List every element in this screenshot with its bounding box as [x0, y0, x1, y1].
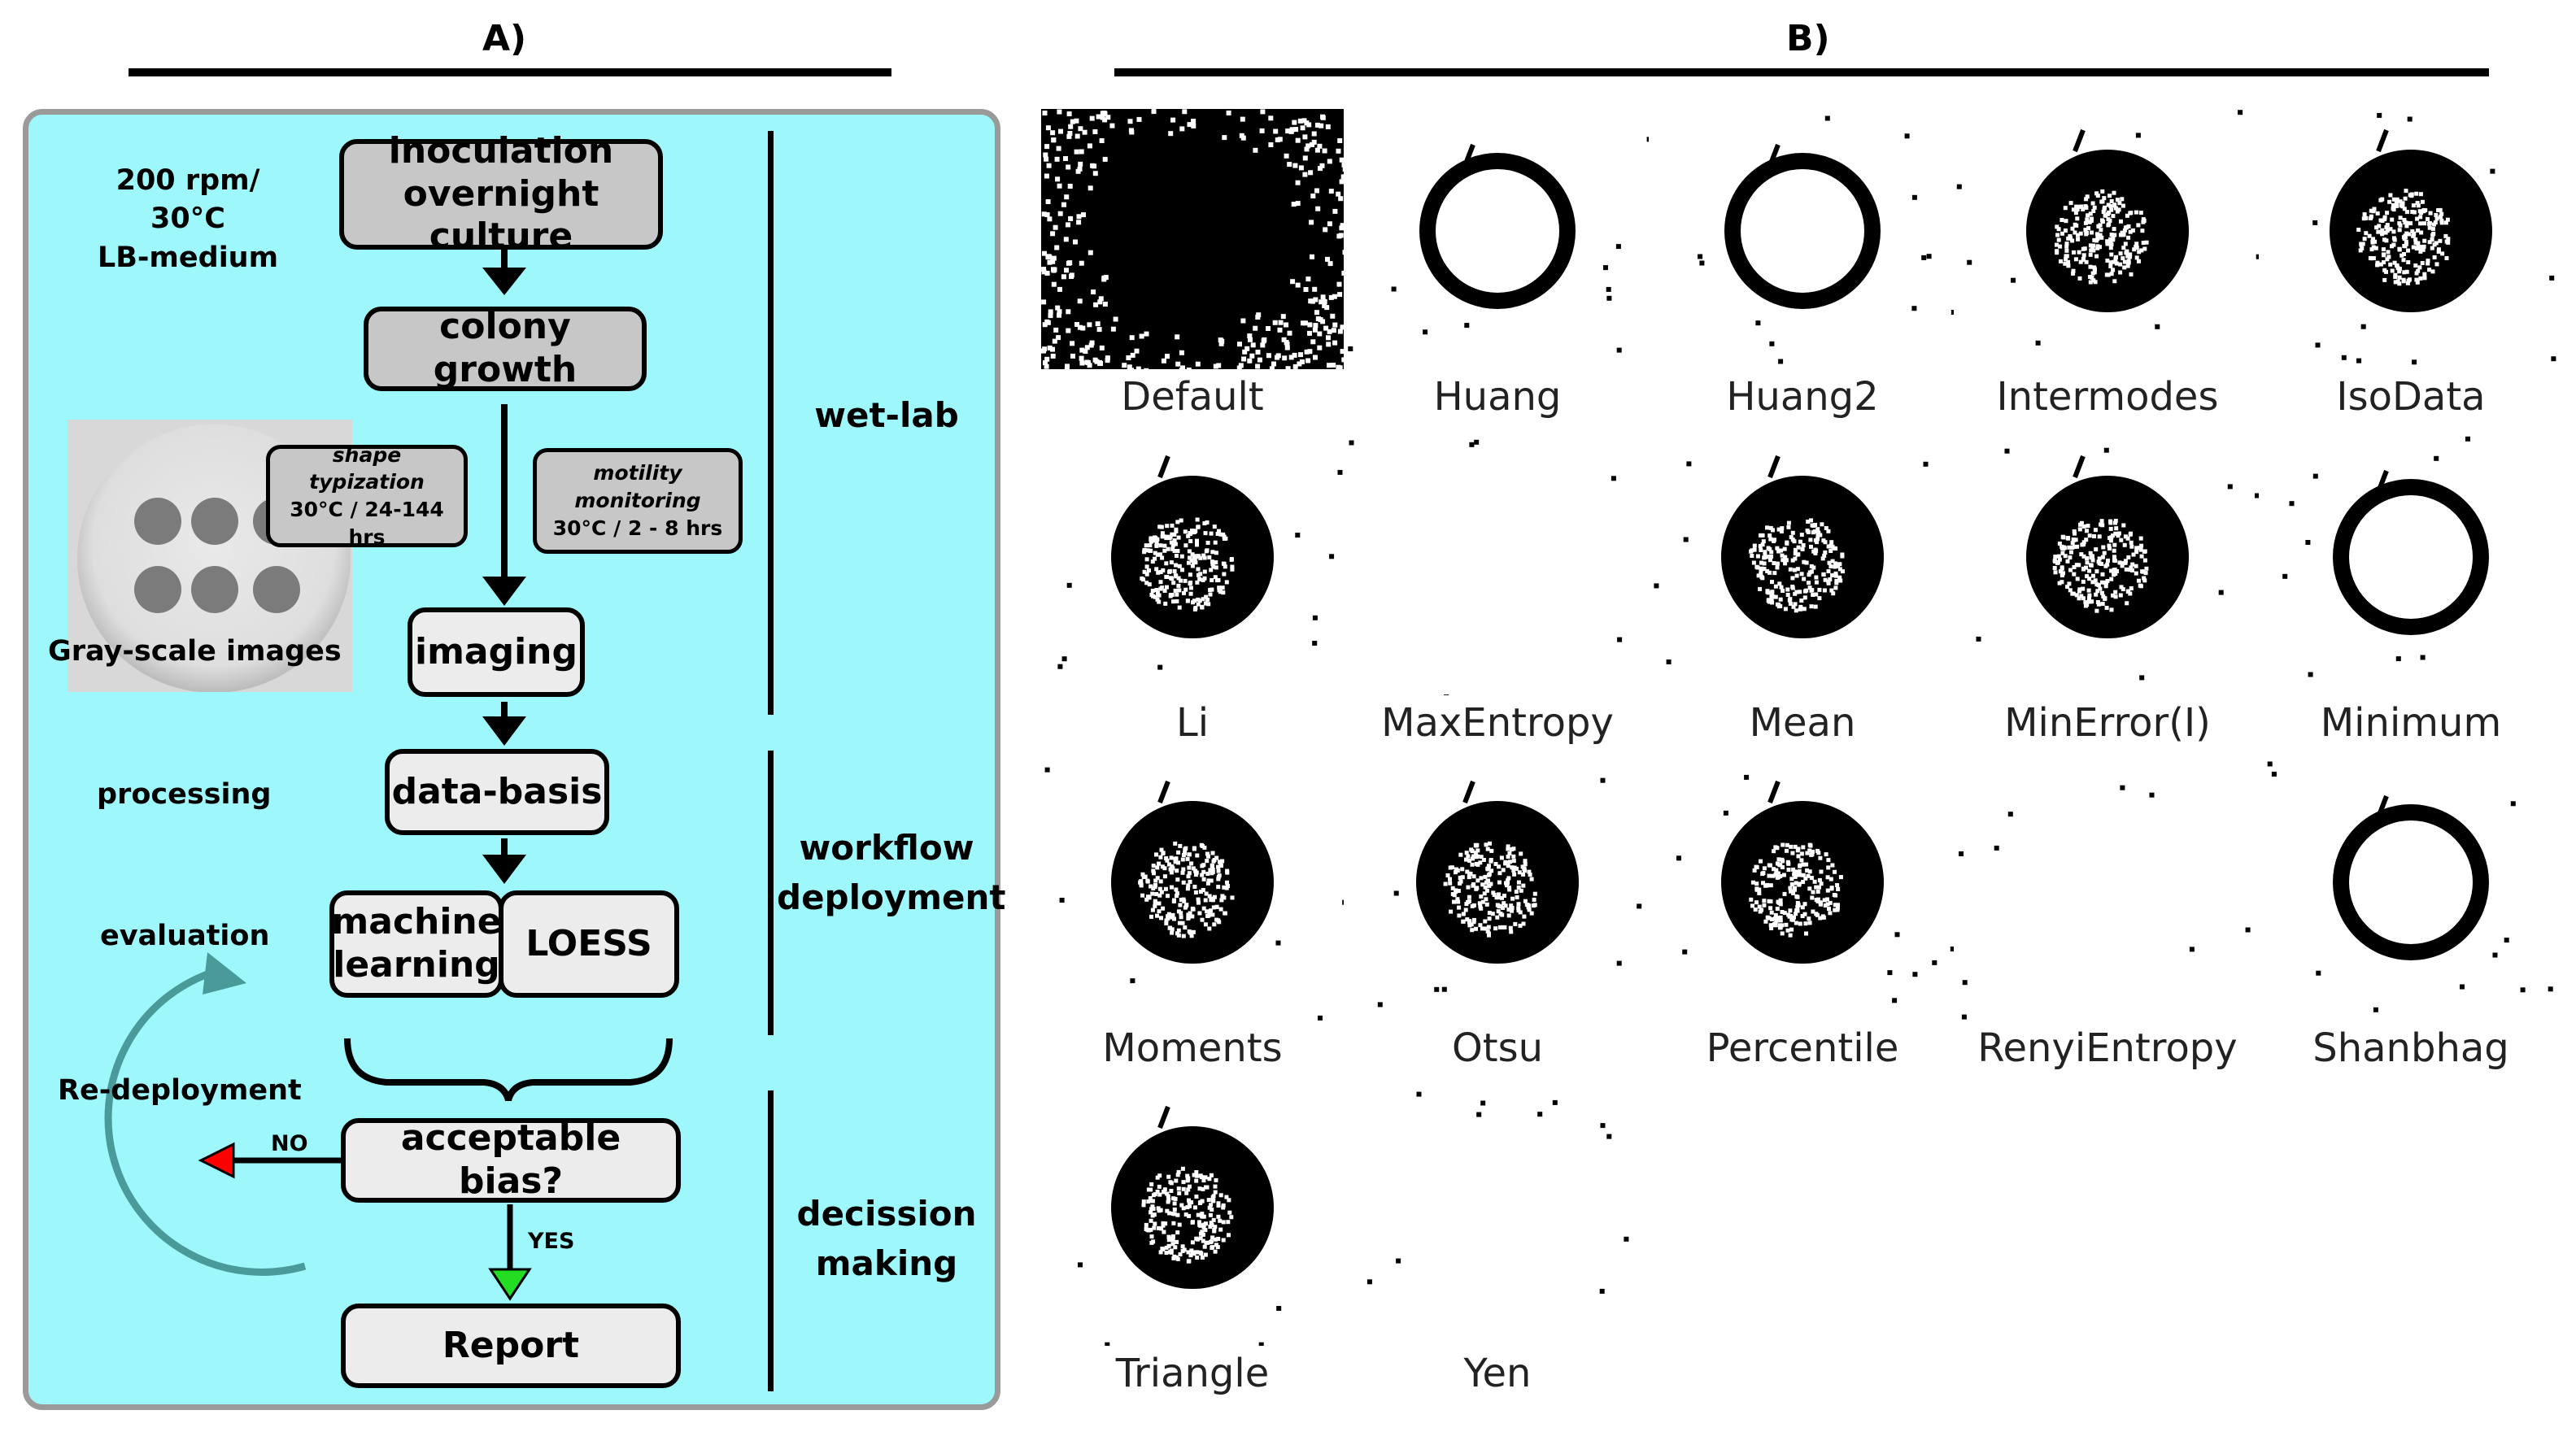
colony [191, 566, 238, 613]
threshold-image [1377, 777, 1642, 1008]
data-basis-step: data-basis [385, 749, 609, 835]
making-label: making [815, 1243, 958, 1283]
inoculation-step: inoculation overnight culture [339, 130, 663, 257]
panel-a-title: A) [482, 18, 527, 59]
decision-divider [768, 1090, 774, 1391]
loess-step: LOESS [499, 890, 679, 998]
redeployment-label: Re-deployment [58, 1074, 302, 1107]
threshold-image [1976, 447, 2259, 681]
panel-b-title: B) [1786, 18, 1830, 59]
inoculation-label: inoculation [388, 129, 614, 172]
threshold-image [1366, 1091, 1629, 1294]
threshold-label: MinError(I) [2004, 700, 2211, 746]
colony [253, 566, 300, 613]
decision-making-stage: decission making [785, 1190, 988, 1289]
culture-conditions: 200 rpm/ 30°C LB-medium [74, 162, 302, 277]
colony [134, 566, 181, 613]
threshold-label: Default [1121, 374, 1264, 420]
threshold-label: Shanbhag [2312, 1025, 2509, 1071]
no-label: NO [271, 1131, 308, 1156]
threshold-image [1041, 109, 1344, 369]
threshold-label: IsoData [2336, 374, 2486, 420]
machine-label: machine [331, 901, 502, 943]
threshold-label: Mean [1749, 700, 1856, 746]
colony [134, 498, 181, 545]
yes-label: YES [528, 1229, 575, 1254]
threshold-image [2282, 436, 2489, 677]
colony [191, 498, 238, 545]
acceptable-bias-decision: acceptable bias? [341, 1117, 681, 1203]
threshold-label: RenyiEntropy [1977, 1025, 2238, 1071]
threshold-label: Yen [1463, 1351, 1532, 1396]
typization-label: typization [309, 470, 425, 494]
learning-label: learning [333, 944, 500, 986]
rpm-temperature-label: 200 rpm/ 30°C [116, 164, 260, 236]
overnight-culture-label: overnight culture [403, 172, 599, 258]
medium-label: LB-medium [97, 241, 279, 274]
wet-lab-divider [768, 131, 774, 715]
shape-conditions: 30°C / 24-144 hrs [290, 498, 444, 549]
threshold-image [1959, 785, 2251, 1020]
processing-label: processing [97, 778, 272, 811]
motility-monitoring-box: motility monitoring 30°C / 2 - 8 hrs [533, 448, 743, 554]
machine-learning-step: machine learning [329, 890, 503, 998]
monitoring-label: monitoring [574, 489, 701, 513]
panel-a-rule [129, 68, 891, 76]
threshold-image [1698, 115, 1954, 364]
threshold-image [1654, 455, 1929, 664]
threshold-image [1349, 439, 1623, 695]
threshold-label: Huang [1433, 374, 1562, 420]
threshold-label: Minimum [2320, 700, 2502, 746]
threshold-label: Intermodes [1996, 374, 2219, 420]
threshold-image [1676, 774, 1954, 1003]
threshold-label: MaxEntropy [1381, 700, 1614, 746]
workflow-deployment-stage: workflow deployment [777, 824, 1006, 923]
threshold-label: Triangle [1115, 1351, 1270, 1396]
imaging-step: imaging [408, 607, 585, 697]
decission-label: decission [796, 1194, 977, 1234]
motility-conditions: 30°C / 2 - 8 hrs [552, 516, 723, 540]
workflow-label: workflow [799, 828, 974, 868]
shape-typization-box: shape typization 30°C / 24-144 hrs [266, 442, 468, 549]
threshold-label: Li [1175, 700, 1210, 746]
threshold-image [1057, 455, 1343, 670]
workflow-divider [768, 751, 774, 1035]
gray-scale-label: Gray-scale images [48, 635, 342, 668]
threshold-image [1348, 137, 1649, 353]
threshold-image [2312, 112, 2556, 365]
threshold-image [1044, 767, 1344, 1021]
shape-label: shape [332, 442, 402, 467]
wet-lab-stage: wet-lab [814, 395, 959, 435]
evaluation-label: evaluation [100, 920, 270, 952]
threshold-label: Moments [1102, 1025, 1283, 1071]
threshold-image [1078, 1105, 1282, 1346]
motility-label: motility [593, 461, 682, 485]
threshold-image [2267, 761, 2553, 1012]
deployment-label: deployment [777, 877, 1006, 917]
panel-b-rule [1114, 68, 2489, 76]
threshold-label: Otsu [1451, 1025, 1544, 1071]
threshold-image [1956, 110, 2259, 346]
threshold-label: Percentile [1706, 1025, 1899, 1071]
threshold-label: Huang2 [1726, 374, 1879, 420]
workflow-panel: 200 rpm/ 30°C LB-medium Gray-scale image… [23, 109, 1006, 1410]
report-step: Report [341, 1304, 681, 1388]
colony-growth-step: colony growth [364, 306, 647, 391]
